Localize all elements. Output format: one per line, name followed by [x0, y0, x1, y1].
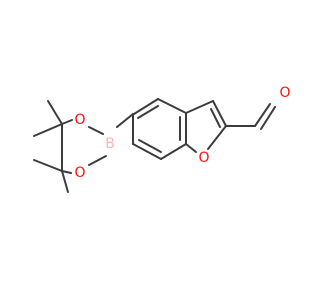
bond [61, 170, 69, 193]
bond [88, 126, 104, 135]
bond [210, 108, 221, 128]
boronate-oxygen-bottom-label: O [74, 165, 85, 181]
bond [88, 155, 107, 166]
bond [116, 113, 134, 128]
bond [47, 100, 63, 125]
molecule-structure: O O B O O [33, 85, 291, 193]
bond [207, 125, 227, 150]
boronate-oxygen-top-label: O [74, 112, 85, 128]
bond [260, 106, 276, 130]
bond [185, 100, 214, 114]
bond [254, 103, 271, 127]
bond [138, 139, 162, 153]
furan-oxygen-label: O [198, 150, 209, 166]
bond [160, 143, 187, 160]
bond [132, 143, 162, 160]
bond [133, 98, 159, 115]
bond [33, 159, 63, 172]
boron-label: B [105, 136, 115, 152]
bond [61, 119, 73, 125]
bond [185, 143, 197, 153]
bond [61, 170, 72, 174]
bond-lines [33, 98, 276, 193]
bond [137, 105, 159, 119]
bond [33, 123, 63, 137]
aldehyde-oxygen-label: O [279, 85, 290, 101]
bond [212, 100, 227, 127]
atom-labels: O O B O O [74, 85, 290, 181]
bond [157, 98, 187, 114]
